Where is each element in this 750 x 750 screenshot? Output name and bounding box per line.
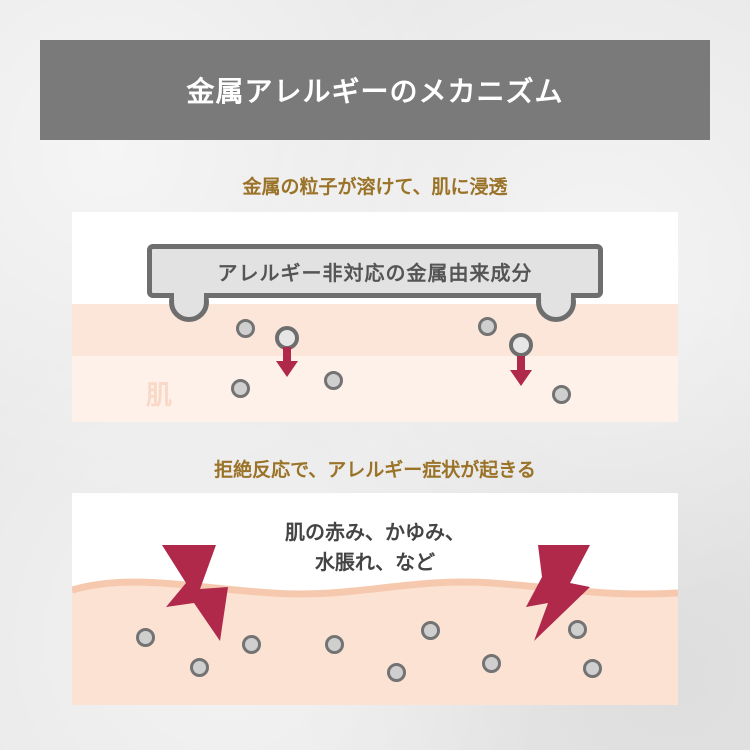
metal-particle bbox=[482, 654, 501, 673]
step1-panel: 肌 アレルギー非対応の金属由来成分 bbox=[72, 212, 678, 422]
metal-particle bbox=[136, 628, 155, 647]
metal-bump-joint-right bbox=[541, 292, 571, 300]
symptom-line-1: 肌の赤み、かゆみ、 bbox=[285, 520, 465, 544]
metal-label: アレルギー非対応の金属由来成分 bbox=[217, 260, 533, 285]
metal-particle bbox=[325, 635, 344, 654]
skin-layer-upper bbox=[72, 304, 678, 356]
metal-particle bbox=[568, 620, 587, 639]
metal-particle-dissolving bbox=[509, 333, 533, 357]
metal-particle bbox=[478, 317, 497, 336]
metal-particle bbox=[236, 319, 255, 338]
metal-block: アレルギー非対応の金属由来成分 bbox=[147, 244, 603, 298]
skin-layer-lower bbox=[72, 356, 678, 422]
metal-particle bbox=[231, 379, 250, 398]
metal-particle bbox=[324, 371, 343, 390]
page-title: 金属アレルギーのメカニズム bbox=[186, 75, 564, 108]
metal-particle bbox=[242, 635, 261, 654]
skin-label: 肌 bbox=[146, 381, 173, 411]
symptom-line-2: 水脹れ、など bbox=[314, 550, 436, 574]
metal-particle bbox=[552, 385, 571, 404]
title-banner: 金属アレルギーのメカニズム bbox=[40, 40, 710, 140]
lightning-bolt-icon bbox=[526, 545, 590, 641]
step2-heading: 拒絶反応で、アレルギー症状が起きる bbox=[214, 459, 536, 481]
down-arrow-icon bbox=[510, 356, 532, 386]
metal-particle bbox=[421, 621, 440, 640]
down-arrow-icon bbox=[276, 347, 298, 377]
metal-bump-joint-left bbox=[174, 292, 204, 300]
step1-heading: 金属の粒子が溶けて、肌に浸透 bbox=[242, 176, 508, 198]
step2-panel: 肌の赤み、かゆみ、 水脹れ、など bbox=[72, 493, 678, 705]
metal-particle bbox=[583, 659, 602, 678]
symptom-text: 肌の赤み、かゆみ、 水脹れ、など bbox=[72, 517, 678, 577]
metal-particle bbox=[190, 658, 209, 677]
lightning-bolt-icon bbox=[162, 545, 228, 641]
metal-particle bbox=[387, 663, 406, 682]
